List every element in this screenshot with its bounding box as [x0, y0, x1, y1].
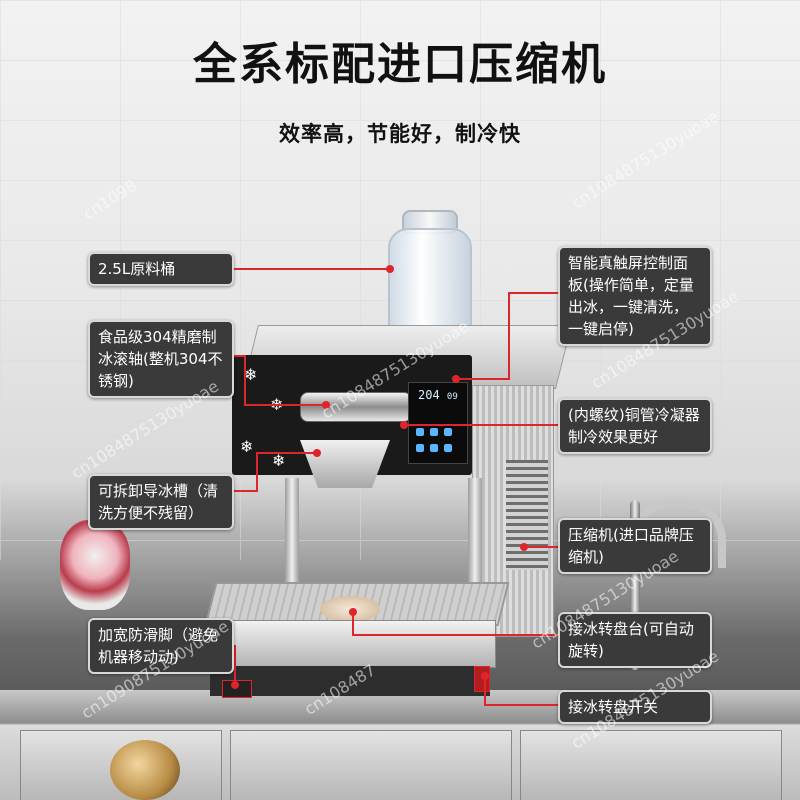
- callout-dot: [520, 543, 528, 551]
- display-main-value: 204: [418, 388, 440, 402]
- panel-button[interactable]: [430, 428, 438, 436]
- callout-line: [256, 452, 258, 492]
- callout-condenser: (内螺纹)铜管冷凝器制冷效果更好: [558, 398, 712, 454]
- callout-line: [232, 268, 390, 270]
- snowflake-icon: ❄: [240, 437, 254, 456]
- ice-roller: [300, 392, 412, 422]
- callout-line: [352, 634, 558, 636]
- callout-dot: [313, 449, 321, 457]
- callout-line: [484, 676, 486, 706]
- callout-dot: [322, 401, 330, 409]
- cup-decoration: [110, 740, 180, 800]
- callout-line: [256, 452, 316, 454]
- support-pillar: [468, 478, 482, 588]
- panel-button[interactable]: [430, 444, 438, 452]
- panel-button[interactable]: [416, 444, 424, 452]
- callout-roller: 食品级304精磨制冰滚轴(整机304不锈钢): [88, 320, 234, 398]
- callout-line: [244, 355, 246, 405]
- panel-button[interactable]: [416, 428, 424, 436]
- callout-dot: [349, 608, 357, 616]
- callout-line: [234, 645, 236, 683]
- callout-line: [352, 612, 354, 636]
- dessert-decoration: [60, 520, 130, 610]
- snowflake-icon: ❄: [244, 365, 258, 384]
- callout-line: [508, 292, 510, 380]
- poster-title: 全系标配进口压缩机: [193, 39, 607, 90]
- faucet-pipe: [630, 500, 640, 670]
- callout-turntable: 接冰转盘台(可自动旋转): [558, 612, 712, 668]
- poster-subtitle: 效率高，节能好，制冷快: [279, 122, 521, 146]
- callout-line: [484, 704, 558, 706]
- snowflake-icon: ❄: [272, 451, 286, 470]
- callout-touchscreen: 智能真触屏控制面板(操作简单，定量出冰，一键清洗，一键启停): [558, 246, 712, 346]
- callout-switch: 接冰转盘开关: [558, 690, 712, 724]
- display-secondary-value: 09: [446, 392, 458, 402]
- callout-compressor: 压缩机(进口品牌压缩机): [558, 518, 712, 574]
- callout-chute: 可拆卸导冰槽（清洗方便不残留）: [88, 474, 234, 530]
- callout-tank: 2.5L原料桶: [88, 252, 234, 286]
- machine-vents: [506, 460, 548, 570]
- callout-dot: [452, 375, 460, 383]
- support-pillar: [285, 478, 299, 588]
- callout-dot: [386, 265, 394, 273]
- callout-line: [524, 546, 558, 548]
- callout-feet: 加宽防滑脚（避免机器移动动): [88, 618, 234, 674]
- callout-line: [234, 490, 256, 492]
- callout-line: [244, 404, 326, 406]
- tray-front-panel: [204, 620, 496, 668]
- ice-chute: [300, 440, 390, 488]
- callout-line: [404, 424, 558, 426]
- callout-line: [456, 378, 510, 380]
- panel-button[interactable]: [444, 444, 452, 452]
- counter-drawer: [230, 730, 512, 800]
- panel-display: 204 09: [418, 388, 458, 402]
- panel-button[interactable]: [444, 428, 452, 436]
- callout-dot: [231, 681, 239, 689]
- callout-line: [234, 355, 244, 357]
- anti-slip-foot: [222, 680, 252, 698]
- callout-line: [508, 292, 558, 294]
- callout-dot: [400, 421, 408, 429]
- machine-base: [210, 666, 490, 696]
- counter-drawer: [520, 730, 782, 800]
- callout-dot: [481, 672, 489, 680]
